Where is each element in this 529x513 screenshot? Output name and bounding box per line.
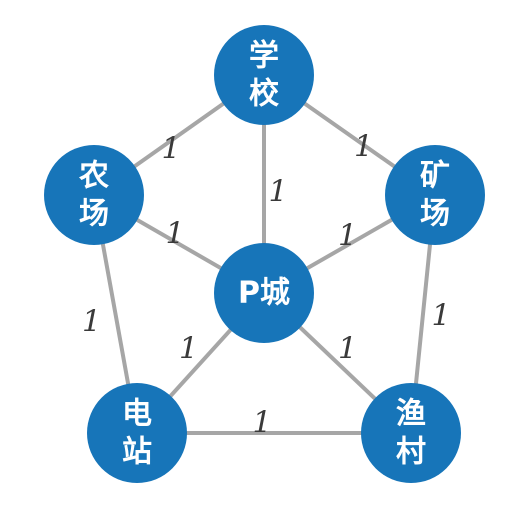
node-label: 场 xyxy=(79,197,109,232)
edge-weight-label: 1 xyxy=(338,219,357,254)
node-circle xyxy=(87,383,187,483)
node-fishing: 渔村 xyxy=(361,383,461,483)
node-label: 学 xyxy=(249,39,279,74)
node-label: 电 xyxy=(122,397,152,432)
edge-weight-label: 1 xyxy=(338,332,357,367)
edge-labels-layer: 1 1 1 1 1 1 1 1 1 1 xyxy=(82,130,451,441)
edge-weight-label: 1 xyxy=(354,130,373,165)
node-circle xyxy=(385,145,485,245)
node-station: 电站 xyxy=(87,383,187,483)
edge-weight-label: 1 xyxy=(179,332,198,367)
node-label: 矿 xyxy=(420,159,450,194)
node-label: 站 xyxy=(122,435,152,470)
node-label: 渔 xyxy=(396,397,426,432)
node-label: 校 xyxy=(249,77,279,112)
node-circle xyxy=(44,145,144,245)
edge-weight-label: 1 xyxy=(252,406,271,441)
edge-weight-label: 1 xyxy=(82,305,101,340)
node-school: 学校 xyxy=(214,25,314,125)
node-label: P城 xyxy=(238,276,290,311)
node-mine: 矿场 xyxy=(385,145,485,245)
node-label: 村 xyxy=(396,435,426,470)
node-p_city: P城 xyxy=(214,243,314,343)
edge-weight-label: 1 xyxy=(268,175,287,210)
edge-weight-label: 1 xyxy=(431,299,450,334)
node-farm: 农场 xyxy=(44,145,144,245)
node-label: 场 xyxy=(420,197,450,232)
node-circle xyxy=(361,383,461,483)
edge-weight-label: 1 xyxy=(161,132,180,167)
edge-weight-label: 1 xyxy=(165,217,184,252)
node-circle xyxy=(214,243,314,343)
node-label: 农 xyxy=(78,159,109,194)
node-circle xyxy=(214,25,314,125)
